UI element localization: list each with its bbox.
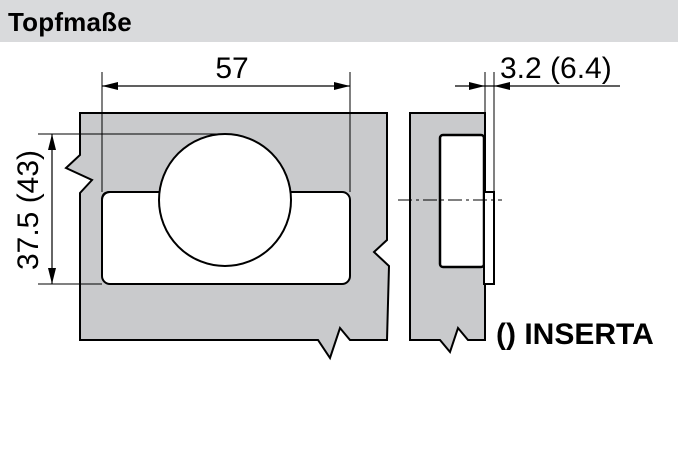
depth-dimension-label: 3.2 (6.4) [500,52,612,85]
title-bar: Topfmaße [0,0,678,44]
width-arrow-left [102,82,118,90]
width-arrow-right [334,82,350,90]
depth-arrow-right [494,82,510,90]
side-flange [483,191,495,285]
height-dimension-label: 37.5 (43) [12,150,45,270]
inserta-note: () INSERTA [496,318,654,351]
width-dimension-label: 57 [215,52,248,85]
hinge-cup-circle [158,133,292,267]
height-arrow-top [48,134,56,150]
side-cup [438,133,486,269]
depth-arrow-left [469,82,485,90]
height-arrow-bottom [48,268,56,284]
page-title: Topfmaße [8,7,132,37]
cutout-top-edge [101,191,159,201]
